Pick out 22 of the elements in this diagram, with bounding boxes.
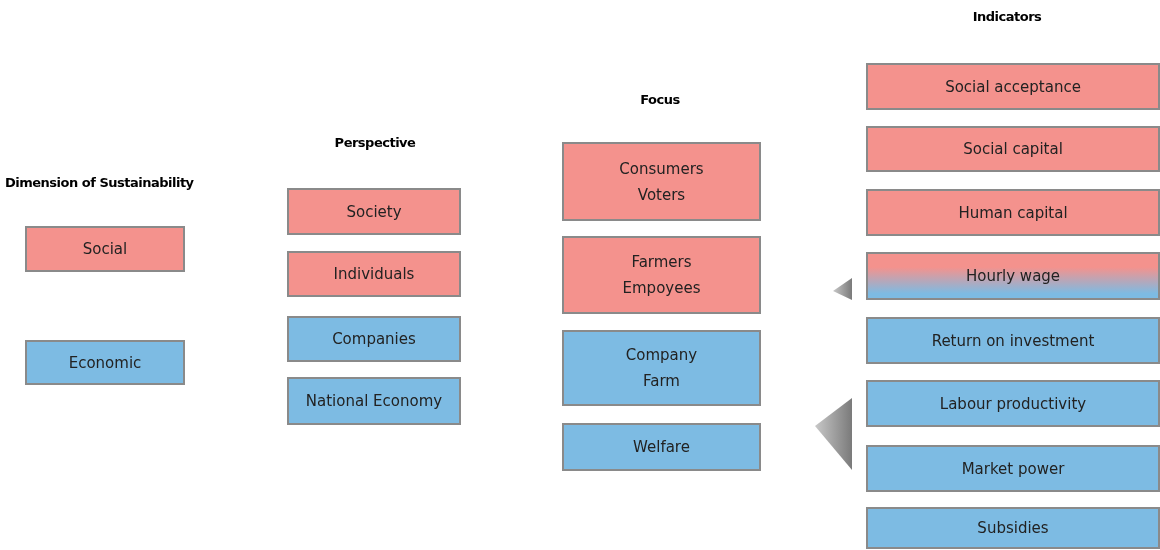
- column-heading: Dimension of Sustainability: [5, 175, 194, 190]
- indicator-box: Market power: [866, 445, 1160, 492]
- indicator-box: Social acceptance: [866, 63, 1160, 110]
- indicator-box: Human capital: [866, 189, 1160, 236]
- column-heading: Focus: [640, 92, 680, 107]
- focus-box: Company Farm: [562, 330, 761, 406]
- column-heading: Perspective: [334, 135, 416, 150]
- focus-box: Welfare: [562, 423, 761, 471]
- indicator-box: Hourly wage: [866, 252, 1160, 300]
- column-heading: Indicators: [972, 9, 1042, 24]
- indicator-box: Subsidies: [866, 507, 1160, 549]
- perspective-box: National Economy: [287, 377, 461, 425]
- dimension-box: Social: [25, 226, 185, 272]
- indicator-box: Labour productivity: [866, 380, 1160, 427]
- indicator-box: Return on investment: [866, 317, 1160, 364]
- focus-box: Farmers Empoyees: [562, 236, 761, 314]
- perspective-box: Individuals: [287, 251, 461, 297]
- perspective-box: Companies: [287, 316, 461, 362]
- indicator-box: Social capital: [866, 126, 1160, 172]
- focus-box: Consumers Voters: [562, 142, 761, 221]
- dimension-box: Economic: [25, 340, 185, 385]
- perspective-box: Society: [287, 188, 461, 235]
